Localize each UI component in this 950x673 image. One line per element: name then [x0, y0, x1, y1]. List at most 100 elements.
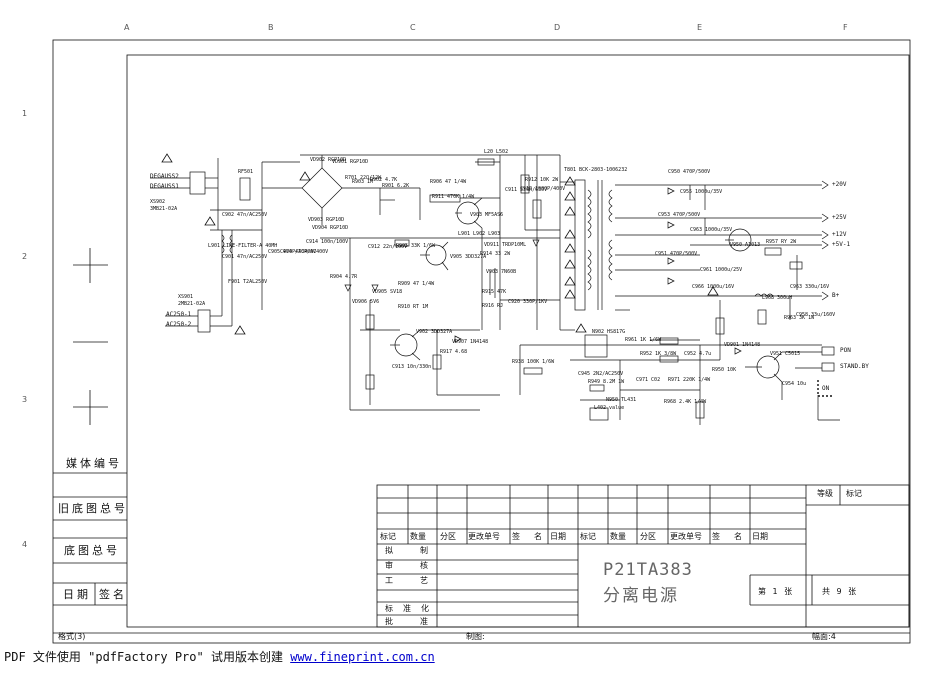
component-label: V903 7N60B — [486, 269, 517, 275]
component-label: C911 330n/630V — [505, 187, 548, 193]
grid-col-c: C — [410, 23, 416, 32]
old-base-number-label: 旧底图总号 — [58, 502, 128, 515]
ac-in-2-label: AC250-2 — [166, 321, 192, 328]
revision-header-cell: 签 — [512, 532, 520, 541]
component-label: C913 10n/330n — [392, 364, 432, 370]
ac-in-1-label: AC250-1 — [166, 311, 192, 318]
footer-link[interactable]: www.fineprint.com.cn — [290, 650, 435, 664]
component-label: VD901 1N4148 — [724, 342, 761, 348]
component-label: C954 10u — [782, 381, 807, 387]
component-label: R910 RT 1M — [398, 304, 429, 310]
media-number-label: 媒体编号 — [66, 457, 122, 470]
component-label: R950 10K — [712, 367, 737, 373]
component-label: R905 33K 1/6W — [396, 243, 436, 249]
approval-role-label: 艺 — [420, 576, 428, 585]
component-label: R914 33 2W — [480, 251, 511, 257]
output-standby: STAND.BY — [840, 363, 869, 370]
date-label: 日期 — [63, 588, 91, 601]
revision-header-cell: 数量 — [610, 532, 626, 541]
component-label: N950 TL431 — [606, 397, 637, 403]
approval-role-label: 化 — [421, 604, 429, 613]
component-label: R968 2.4K 1/4W — [664, 399, 707, 405]
grid-col-f: F — [843, 23, 848, 32]
component-label: N902 HS817G — [592, 329, 626, 335]
component-label: C910 1000P/400V — [520, 186, 566, 192]
revision-header-cell: 标记 — [380, 532, 396, 541]
component-label: R961 1K 1/6W — [625, 337, 662, 343]
component-label: R904 4.7R — [330, 274, 358, 280]
component-label: C958 33u/160V — [796, 312, 836, 318]
degauss-part: 3MB21-02A — [150, 206, 178, 212]
component-label: R901 6.2K — [382, 183, 410, 189]
degauss-ref: XS902 — [150, 199, 166, 205]
grid-col-a: A — [124, 23, 130, 32]
component-label: R902 4.7K — [370, 177, 398, 183]
revision-header-cell: 名 — [734, 532, 742, 541]
side-blocks — [53, 248, 127, 606]
component-label: RF501 — [238, 169, 254, 175]
grid-col-e: E — [697, 23, 703, 32]
component-label: R938 100K 1/6W — [512, 359, 555, 365]
grid-row-2: 2 — [22, 252, 28, 261]
dashed-on-line — [817, 380, 832, 397]
inner-frame — [126, 54, 910, 628]
component-label: R701 22Ω/12W — [345, 175, 382, 181]
component-label: VD911 TRDP10ML — [484, 242, 527, 248]
approval-role-label: 制 — [420, 546, 428, 555]
component-label: R909 47 1/4W — [398, 281, 435, 287]
revision-header-cell: 数量 — [410, 532, 426, 541]
component-label: L901 LINE-FILTER-A 40MH — [208, 243, 278, 249]
approval-role-label: 审 — [385, 561, 393, 570]
approval-role-label: 准 — [403, 604, 411, 613]
output-on: ON — [822, 385, 830, 392]
grid-col-d: D — [554, 23, 561, 32]
component-label: R915 47K — [482, 289, 507, 295]
sheet-number: 第 1 张 — [758, 587, 795, 596]
revision-header-cell: 分区 — [440, 532, 456, 541]
component-label: V951 C5015 — [770, 351, 801, 357]
component-label: R912 10K 2W — [525, 177, 559, 183]
component-label: VD907 1N4148 — [452, 339, 489, 345]
approval-role-label: 标 — [385, 604, 393, 613]
component-label: C966 1000u/16V — [692, 284, 735, 290]
grid-col-b: B — [268, 23, 274, 32]
component-label: R917 4.68 — [440, 349, 468, 355]
component-label: C963 330u/16V — [790, 284, 830, 290]
component-label: R906 47 1/4W — [430, 179, 467, 185]
component-label: L402 value — [594, 405, 625, 411]
output-20v: +20V — [832, 181, 847, 188]
component-label: VD901 RGP10D — [332, 159, 369, 165]
component-label: C945 2N2/AC250V — [578, 371, 624, 377]
component-label: C914 100n/100V — [306, 239, 349, 245]
component-label: C963 1000u/35V — [690, 227, 733, 233]
component-label: VD902 RGP10D — [310, 157, 347, 163]
output-5v: +5V-1 — [832, 241, 851, 248]
component-label: V903 MF5AS6 — [470, 212, 504, 218]
approval-role-label: 工 — [385, 576, 393, 585]
component-label: C961 1000u/25V — [700, 267, 743, 273]
component-label: V950 A1013 — [730, 242, 761, 248]
sign-label: 签名 — [99, 588, 127, 601]
ac-part: 2MB21-02A — [178, 301, 206, 307]
component-label: C905 470P/AC400V — [268, 249, 317, 255]
sheet-total: 共 9 张 — [822, 587, 859, 596]
title-block-grid — [376, 484, 910, 628]
approval-role-label: 核 — [420, 561, 428, 570]
component-label: R903 1M — [352, 179, 374, 185]
base-number-label: 底图总号 — [64, 544, 120, 557]
component-label: R957 RY 2W — [766, 239, 797, 245]
component-label: C901 47n/AC250V — [222, 254, 268, 260]
component-label: V905 3DD327A — [450, 254, 487, 260]
component-label: R952 1K 3/8W — [640, 351, 677, 357]
approval-role-label: 拟 — [385, 546, 393, 555]
sheet-size-label: 幅面:4 — [812, 632, 836, 641]
component-label: C912 22n/100V — [368, 244, 408, 250]
component-label: C951 470P/500V — [655, 251, 698, 257]
degauss-1-label: DEGAUSS1 — [150, 183, 179, 190]
outer-frame — [52, 39, 911, 644]
ac-ref: XS901 — [178, 294, 194, 300]
component-label: C971 C02 — [636, 377, 661, 383]
component-label: L968 300uH — [762, 295, 793, 301]
revision-header-cell: 日期 — [550, 532, 566, 541]
